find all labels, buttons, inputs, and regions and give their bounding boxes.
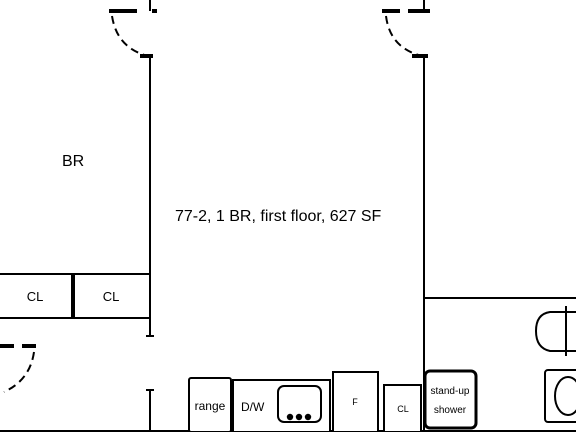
closets [0, 273, 151, 319]
dishwasher-label: D/W [241, 400, 265, 414]
toilet [534, 306, 576, 356]
sink-drain-1 [286, 413, 294, 421]
sink-drains [286, 413, 312, 421]
shower [423, 369, 478, 430]
door-swing-arc [3, 351, 35, 393]
kitchen-fixtures [188, 369, 478, 433]
sink-drain-2 [295, 413, 303, 421]
door-top-left [109, 0, 157, 58]
toilet-bowl [534, 311, 576, 352]
door-swing-arc [385, 15, 423, 57]
closet-kitchen [383, 384, 422, 433]
closet-left [0, 273, 73, 319]
door-swing-arc [111, 15, 149, 57]
fridge [332, 371, 379, 433]
range-label: range [195, 399, 226, 413]
basin [554, 376, 576, 416]
shower-label-line1: stand-up [431, 386, 470, 397]
closet-right [73, 273, 151, 319]
sink [277, 385, 322, 423]
fridge-label: F [352, 397, 358, 407]
bathroom-sink [544, 369, 576, 423]
bedroom-label: BR [62, 153, 84, 170]
door-lower-left [0, 344, 36, 393]
shower-label-line2: shower [434, 405, 467, 416]
closet-kitchen-label: CL [397, 404, 409, 414]
door-top-right [382, 0, 430, 58]
closet-right-label: CL [103, 289, 120, 304]
plan-title: 77-2, 1 BR, first floor, 627 SF [175, 208, 382, 225]
closet-left-label: CL [27, 289, 44, 304]
walls [0, 56, 576, 432]
sink-drain-3 [304, 413, 312, 421]
